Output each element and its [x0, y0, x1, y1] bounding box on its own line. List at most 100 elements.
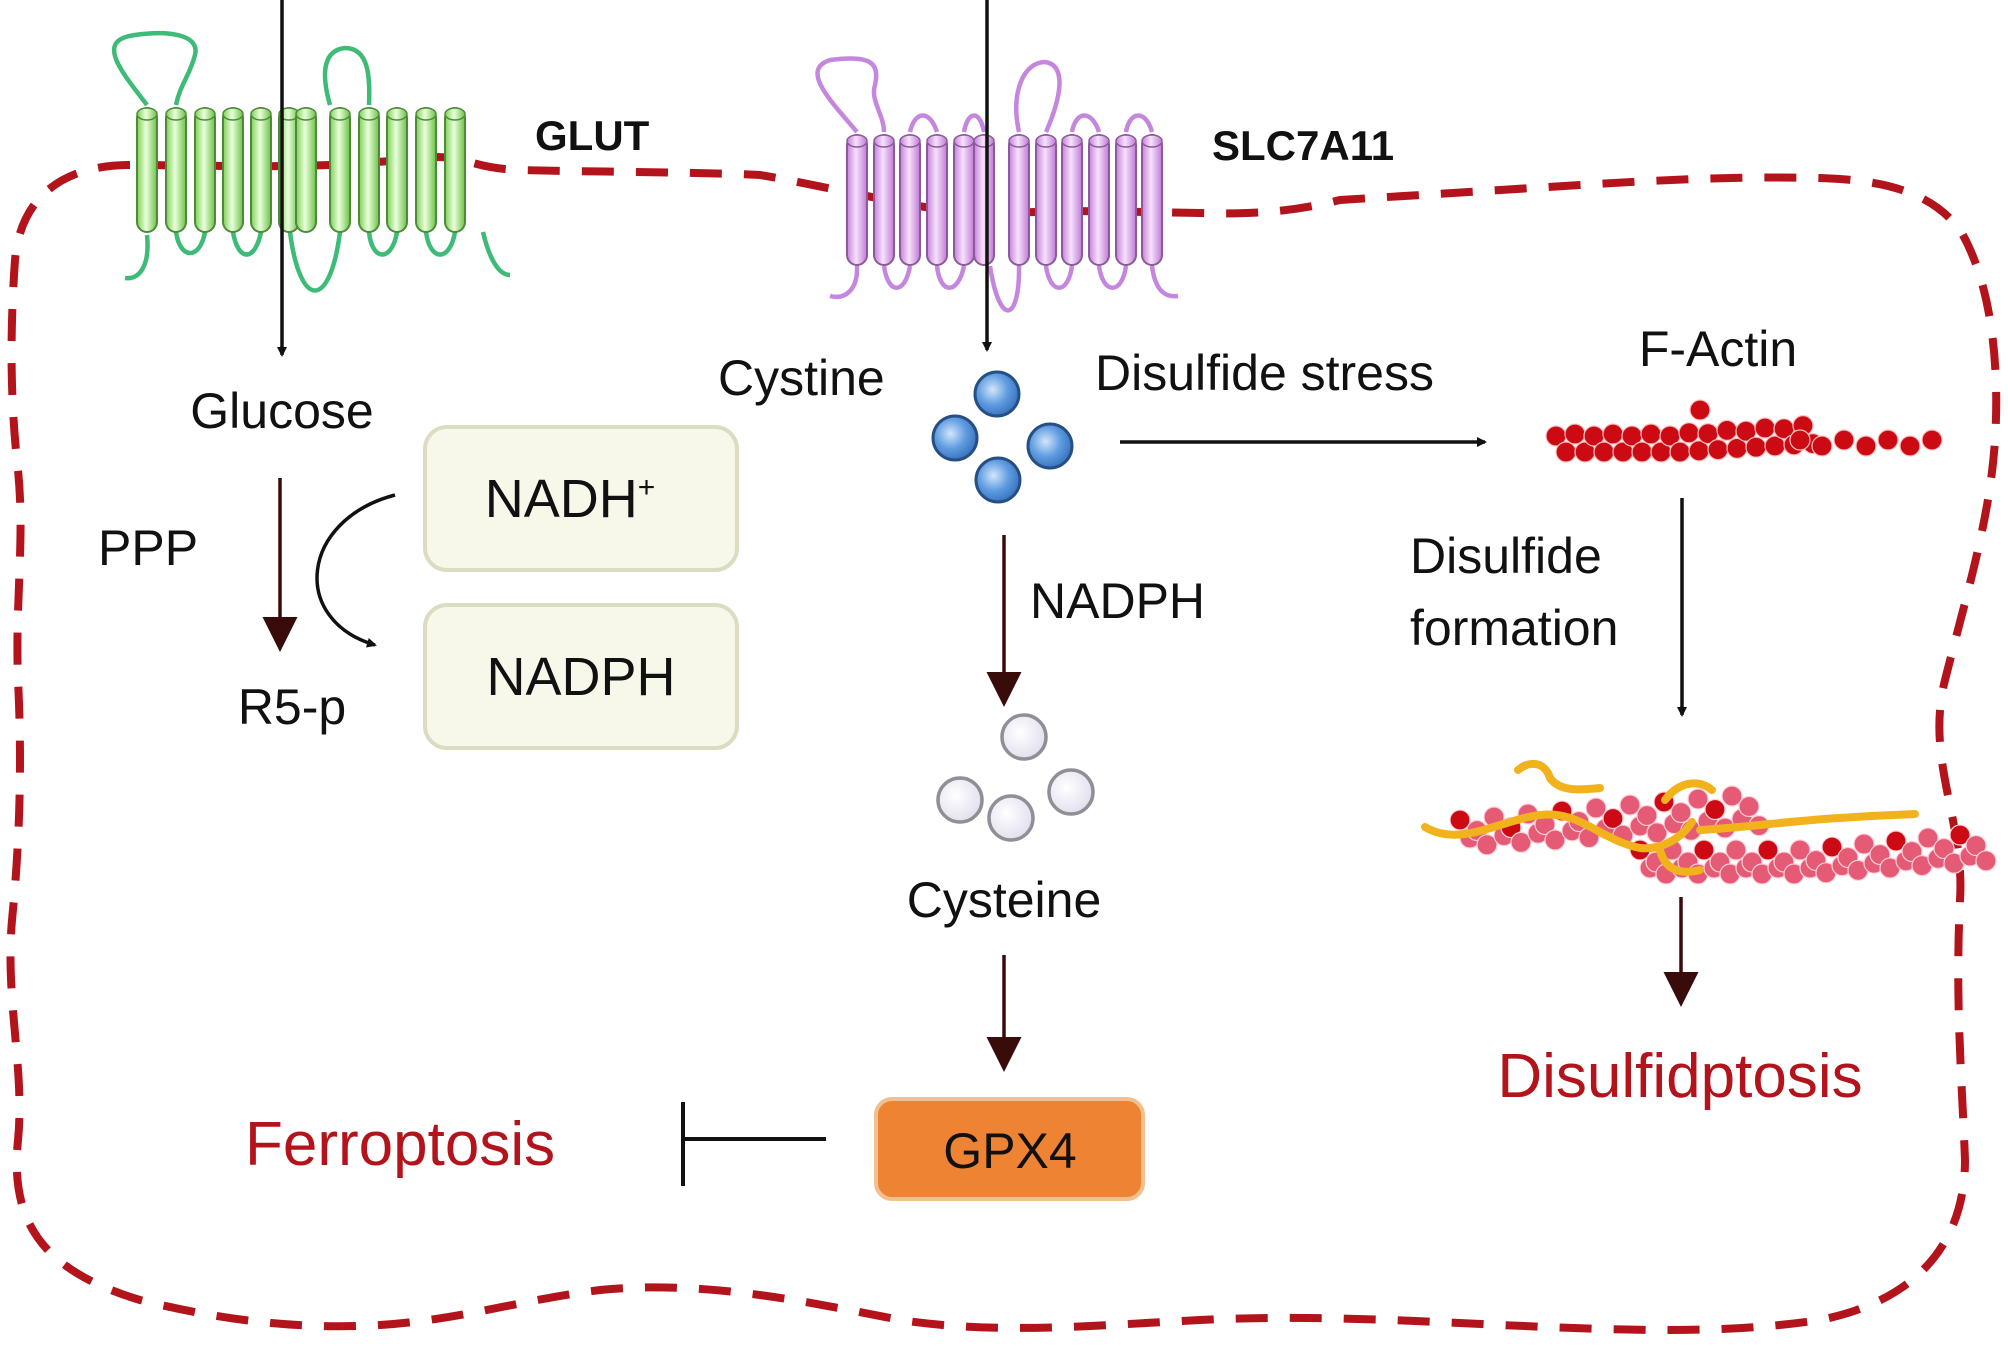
helix-cap — [444, 107, 466, 121]
helix-cap — [1035, 134, 1057, 148]
actin-monomer — [1833, 429, 1855, 451]
transmembrane-helix — [386, 107, 408, 233]
actin-monomer — [1602, 807, 1624, 830]
gpx4-box — [874, 1097, 1145, 1201]
helix-cap — [1008, 134, 1030, 148]
actin-monomer — [1544, 829, 1566, 851]
disulfidptosis-label: Disulfidptosis — [1497, 1042, 1862, 1111]
actin-monomer — [1619, 794, 1641, 816]
helix-cap — [926, 134, 948, 148]
f-actin-label: F-Actin — [1639, 321, 1797, 377]
actin-monomer — [1853, 833, 1875, 855]
actin-monomer — [1745, 436, 1767, 458]
helix-cap — [329, 107, 351, 121]
cysteine-molecule — [936, 776, 984, 824]
cysteine-molecule — [1000, 713, 1048, 761]
transporter-loop — [934, 265, 967, 290]
helix-cap — [136, 107, 158, 121]
transmembrane-helix — [926, 134, 948, 266]
transporter-loop — [124, 234, 150, 281]
actin-monomer — [1670, 801, 1692, 824]
helix-cap — [165, 107, 187, 121]
nadph-box — [423, 603, 739, 750]
transporter-loop — [987, 265, 1022, 313]
disulfide-crosslink — [1696, 810, 1919, 834]
transporter-loop — [322, 45, 372, 106]
actin-monomer — [1602, 423, 1624, 445]
transporter-loop — [815, 56, 887, 134]
transmembrane-helix — [136, 107, 158, 233]
transporter-loop — [1043, 265, 1075, 290]
slc7a11-transporter — [815, 56, 1179, 313]
actin-monomer — [1585, 797, 1607, 819]
cysteine-molecules — [936, 713, 1095, 842]
cystine-molecules — [931, 370, 1074, 504]
disulfide-crosslink — [1661, 779, 1716, 804]
actin-monomer — [1789, 429, 1811, 451]
nadh-label: NADH+ — [485, 469, 656, 529]
actin-monomer — [1564, 423, 1586, 445]
actin-monomer — [1933, 837, 1955, 860]
actin-monomer — [1510, 831, 1532, 854]
nadph-box-label: NADPH — [486, 647, 675, 707]
transmembrane-helix — [165, 107, 187, 233]
transporter-loop — [173, 231, 208, 255]
actin-monomer — [1885, 830, 1907, 852]
transmembrane-helix — [329, 107, 351, 233]
nadph-reduction-label: NADPH — [1030, 573, 1205, 629]
helix-cap — [1061, 134, 1083, 148]
cystine-molecule — [931, 414, 979, 462]
transporter-loop — [423, 231, 458, 257]
helix-cap — [250, 107, 272, 121]
disulfide-formation-label-line2: formation — [1410, 600, 1618, 656]
transmembrane-helix — [295, 107, 317, 233]
actin-monomer — [1640, 423, 1662, 445]
helix-cap — [899, 134, 921, 148]
r5p-label: R5-p — [238, 679, 346, 735]
actin-monomer — [1678, 422, 1700, 444]
disulfide-crosslink — [1514, 759, 1604, 794]
transmembrane-helix — [1008, 134, 1030, 266]
actin-monomer — [1821, 836, 1843, 858]
disulfide-crosslink — [1656, 846, 1704, 876]
actin-monomer — [1725, 839, 1747, 861]
actin-monomer — [1921, 429, 1943, 451]
transporter-loop — [907, 113, 940, 133]
glut-transporter — [112, 30, 511, 293]
transmembrane-helix — [1141, 134, 1163, 266]
f-actin-filament — [1545, 399, 1943, 463]
transporter-loop — [112, 30, 198, 107]
helix-cap — [1141, 134, 1163, 148]
actin-monomer — [1917, 827, 1939, 849]
transporter-loop — [1014, 59, 1062, 133]
cystine-molecule — [974, 456, 1022, 504]
cell-membrane — [6, 153, 2001, 1334]
gpx4-label: GPX4 — [943, 1123, 1076, 1179]
actin-monomer — [1789, 839, 1811, 861]
transporter-loop — [961, 113, 987, 133]
transmembrane-helix — [1061, 134, 1083, 266]
ferroptosis-label: Ferroptosis — [245, 1110, 555, 1179]
cystine-label: Cystine — [718, 350, 885, 406]
helix-cap — [873, 134, 895, 148]
actin-monomer — [1707, 439, 1729, 461]
helix-cap — [295, 107, 317, 121]
actin-monomer — [1555, 441, 1577, 463]
transmembrane-helix — [1115, 134, 1137, 266]
cystine-molecule — [1026, 422, 1074, 470]
cysteine-label: Cysteine — [907, 872, 1102, 928]
helix-cap — [953, 134, 975, 148]
nadh-to-nadph-curved-arrow — [315, 493, 396, 648]
helix-cap — [194, 107, 216, 121]
actin-monomer — [1949, 824, 1971, 846]
transporter-loop — [287, 231, 343, 293]
helix-cap — [358, 107, 380, 121]
cystine-molecule — [973, 370, 1021, 418]
transporter-loop — [829, 265, 860, 300]
actin-monomer — [1811, 435, 1833, 457]
actin-monomer — [1877, 429, 1899, 451]
transmembrane-helix — [846, 134, 868, 266]
transmembrane-helix — [1035, 134, 1057, 266]
transporter-loop — [230, 231, 264, 257]
